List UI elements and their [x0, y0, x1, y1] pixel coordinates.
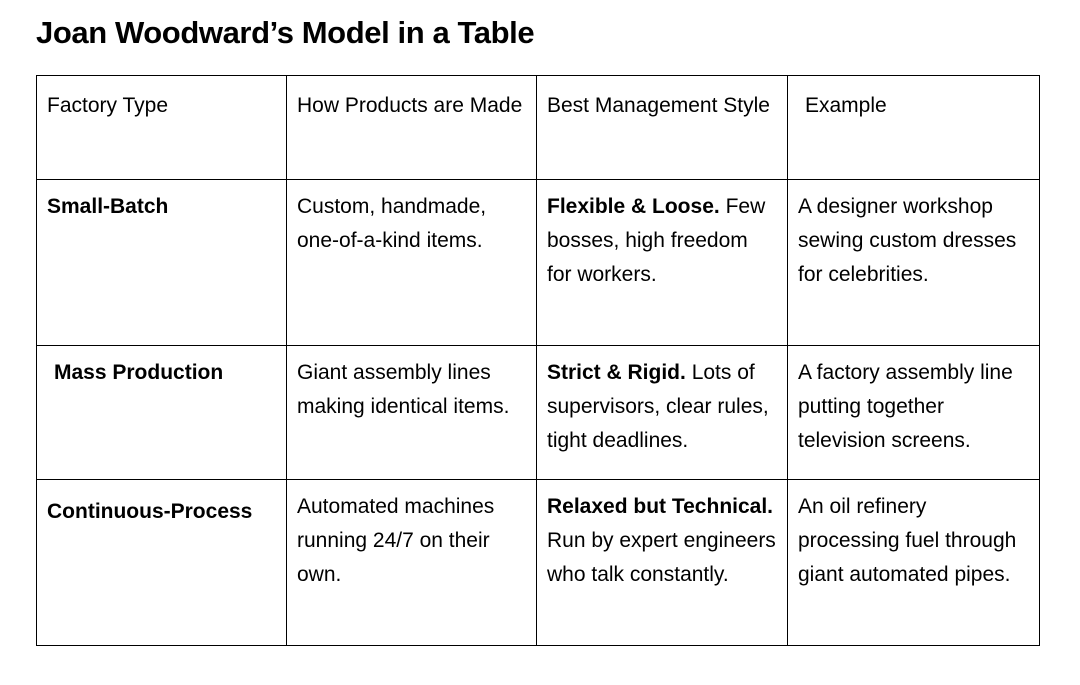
header-label: Example — [805, 94, 887, 117]
factory-type-label: Mass Production — [54, 361, 224, 384]
table-row: Small-Batch Custom, handmade, one-of-a-k… — [36, 179, 1040, 346]
header-cell-factory-type: Factory Type — [36, 75, 287, 180]
example-cell: A designer workshop sewing custom dresse… — [787, 179, 1040, 346]
header-label: How Products are Made — [297, 94, 523, 117]
factory-type-cell: Continuous-Process — [36, 479, 287, 646]
management-style-text: Few bosses, high freedom for workers. — [547, 195, 766, 286]
header-label: Factory Type — [47, 94, 168, 117]
table-header-row: Factory Type How Products are Made Best … — [36, 75, 1040, 180]
table-row: Mass Production Giant assembly lines mak… — [36, 345, 1040, 480]
management-style-emphasis: Strict & Rigid. — [547, 361, 686, 384]
table-row: Continuous-Process Automated machines ru… — [36, 479, 1040, 646]
factory-type-cell: Small-Batch — [36, 179, 287, 346]
example-text: A factory assembly line putting together… — [798, 361, 1013, 452]
header-cell-how-made: How Products are Made — [286, 75, 537, 180]
management-style-cell: Strict & Rigid. Lots of supervisors, cle… — [536, 345, 788, 480]
example-text: A designer workshop sewing custom dresse… — [798, 195, 1017, 286]
factory-type-label: Continuous-Process — [47, 500, 253, 523]
management-style-text: Run by expert engineers who talk constan… — [547, 529, 776, 586]
example-text: An oil refinery processing fuel through … — [798, 495, 1017, 586]
management-style-cell: Flexible & Loose. Few bosses, high freed… — [536, 179, 788, 346]
header-label: Best Management Style — [547, 94, 770, 117]
example-cell: A factory assembly line putting together… — [787, 345, 1040, 480]
how-made-text: Automated machines running 24/7 on their… — [297, 495, 495, 586]
example-cell: An oil refinery processing fuel through … — [787, 479, 1040, 646]
how-made-cell: Custom, handmade, one-of-a-kind items. — [286, 179, 537, 346]
how-made-text: Giant assembly lines making identical it… — [297, 361, 510, 418]
management-style-emphasis: Flexible & Loose. — [547, 195, 720, 218]
header-cell-example: Example — [787, 75, 1040, 180]
factory-type-cell: Mass Production — [36, 345, 287, 480]
page-title: Joan Woodward’s Model in a Table — [36, 15, 535, 50]
management-style-text: Lots of supervisors, clear rules, tight … — [547, 361, 769, 452]
how-made-cell: Automated machines running 24/7 on their… — [286, 479, 537, 646]
how-made-text: Custom, handmade, one-of-a-kind items. — [297, 195, 487, 252]
factory-type-label: Small-Batch — [47, 195, 169, 218]
header-cell-management-style: Best Management Style — [536, 75, 788, 180]
management-style-cell: Relaxed but Technical. Run by expert eng… — [536, 479, 788, 646]
woodward-model-table: Factory Type How Products are Made Best … — [36, 75, 1040, 646]
management-style-emphasis: Relaxed but Technical. — [547, 495, 774, 518]
how-made-cell: Giant assembly lines making identical it… — [286, 345, 537, 480]
